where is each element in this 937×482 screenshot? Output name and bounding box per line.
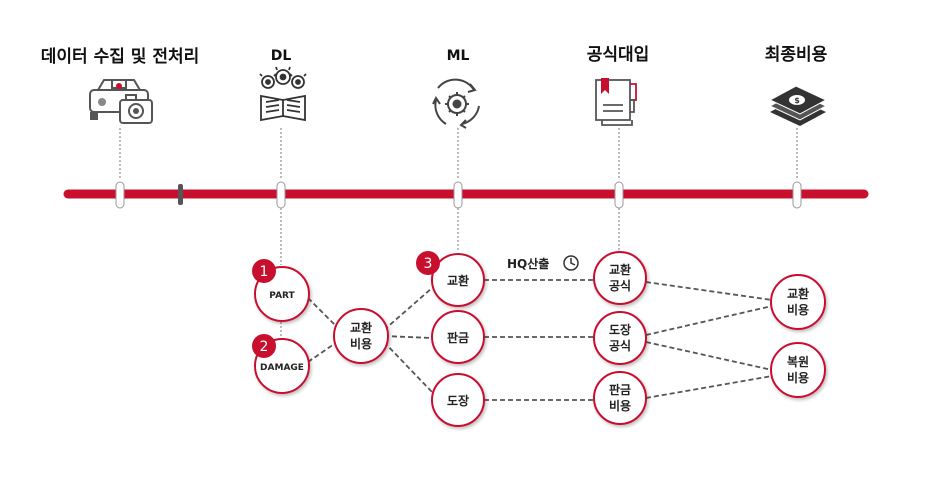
- cycle-gear-icon: [432, 78, 480, 129]
- node-exchange: 교환: [447, 273, 469, 288]
- stage-title-data-collection: 데이터 수집 및 전처리: [41, 47, 200, 67]
- node-part: PART: [269, 291, 295, 301]
- badge-2: 2: [252, 334, 276, 358]
- node-restore-cost-line2: 비용: [787, 370, 809, 385]
- node-final-exchange-cost-line1: 교환: [787, 286, 809, 301]
- badge-3: 3: [416, 251, 440, 275]
- node-sheet-metal: 판금: [447, 330, 469, 345]
- stage-title-ml: ML: [447, 48, 470, 64]
- connector-lines: [119, 128, 798, 340]
- book-gears-icon: [259, 66, 307, 122]
- badge-2-label: 2: [260, 339, 269, 355]
- node-restore-cost-line1: 복원: [787, 355, 809, 369]
- stage-title-formula: 공식대입: [587, 45, 650, 65]
- node-final-exchange-cost-line2: 비용: [787, 302, 809, 317]
- node-circles: [254, 251, 826, 427]
- svg-text:$: $: [794, 96, 800, 105]
- document-bookmark-icon: [595, 78, 637, 126]
- stage-title-dl: DL: [271, 48, 292, 64]
- node-exchange-cost-line1: 교환: [350, 320, 372, 335]
- hq-label: HQ산출: [507, 256, 549, 271]
- node-sheet-metal-cost-line2: 비용: [609, 398, 631, 413]
- timeline-markers: [115, 181, 802, 209]
- node-exchange-formula-line1: 교환: [609, 262, 631, 277]
- node-paint: 도장: [447, 394, 469, 408]
- clock-icon: [563, 255, 579, 271]
- stage-title-final-cost: 최종비용: [765, 45, 828, 65]
- badge-1-label: 1: [260, 264, 269, 280]
- node-paint-formula-line1: 도장: [609, 323, 631, 337]
- node-damage: DAMAGE: [260, 363, 304, 373]
- badge-3-label: 3: [424, 256, 433, 272]
- car-camera-icon: [89, 79, 153, 124]
- node-sheet-metal-cost-line1: 판금: [609, 382, 631, 397]
- money-stack-icon: $: [768, 85, 828, 126]
- badge-1: 1: [252, 259, 276, 283]
- node-paint-formula-line2: 공식: [609, 338, 631, 353]
- node-exchange-formula-line2: 공식: [609, 278, 631, 293]
- node-exchange-cost-line2: 비용: [350, 336, 372, 351]
